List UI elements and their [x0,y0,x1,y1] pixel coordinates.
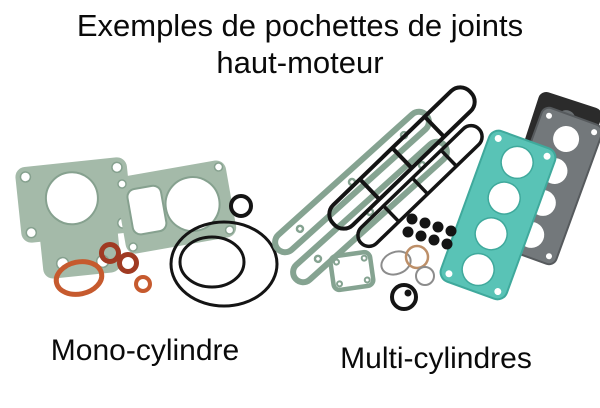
valve-seal [428,234,440,246]
red-oring [117,252,139,274]
bolt-hole [128,242,138,252]
copper-ring [404,244,430,270]
gasket-crossbars [382,149,458,223]
cylinder-bore-hole [461,252,495,287]
cylinder-head-gasket [115,160,237,254]
medium-rubber-ring [178,235,246,289]
thin-metal-ring [380,250,412,276]
rubber-ring [390,283,418,311]
valve-seal [415,230,427,242]
gasket-crossbars [358,115,446,201]
valve-seal [402,226,414,238]
bolt-hole [213,162,224,172]
bolt-hole [360,254,368,262]
black-cover-gasket [327,85,477,231]
bolt-hole [224,225,235,235]
black-cover-gasket [356,123,484,249]
cylinder-bore-hole [500,145,534,180]
title-line-2: haut-moteur [216,44,384,80]
bolt-hole [543,152,551,160]
valve-seal-set [402,213,457,250]
cylinder-bore-hole [164,176,221,233]
cylinder-bore-hole [487,181,521,215]
bolt-hole [546,112,553,119]
valve-seal [419,217,431,229]
bolt-hole [111,161,123,174]
bolt-hole [494,134,502,142]
bolt-hole [313,254,323,264]
cylinder-bore-hole [553,126,580,153]
bolt-hole [117,179,127,189]
rubber-plug [404,289,412,297]
cam-chain-cutout [126,184,168,236]
valve-seal [445,225,457,237]
valve-seal [441,238,453,250]
bolt-hole [363,276,371,284]
orange-oring-small [134,275,152,293]
orange-oring [53,259,105,297]
bolt-hole [295,224,305,234]
gasket-frame [328,249,376,293]
small-rubber-ring [229,194,253,218]
small-rect-gasket [328,249,376,293]
bolt-hole [19,171,32,183]
bolt-hole [25,226,38,239]
bolt-hole [445,270,453,278]
bolt-hole [591,129,598,136]
multi-cylinder-gasket-set [272,85,600,311]
title-line-1: Exemples de pochettes de joints [76,8,524,43]
page-title: Exemples de pochettes de joints haut-mot… [0,8,600,81]
large-rubber-ring [169,220,279,308]
cylinder-bore-hole [474,217,508,251]
caption-multi-cylindres: Multi-cylindres [340,342,532,375]
valve-seal [406,213,418,225]
thin-metal-ring [415,266,435,286]
four-cylinder-head-gasket [439,129,557,301]
bolt-hole [494,288,502,296]
mono-cylinder-gasket-set [15,157,279,308]
valve-seal [432,221,444,233]
bolt-hole [336,280,344,288]
gasket-body [40,222,121,279]
red-oring [99,242,121,264]
cylinder-bore-hole [44,171,99,226]
caption-mono-cylindre: Mono-cylindre [50,334,240,367]
bolt-hole [545,253,552,260]
bolt-hole [332,258,340,266]
